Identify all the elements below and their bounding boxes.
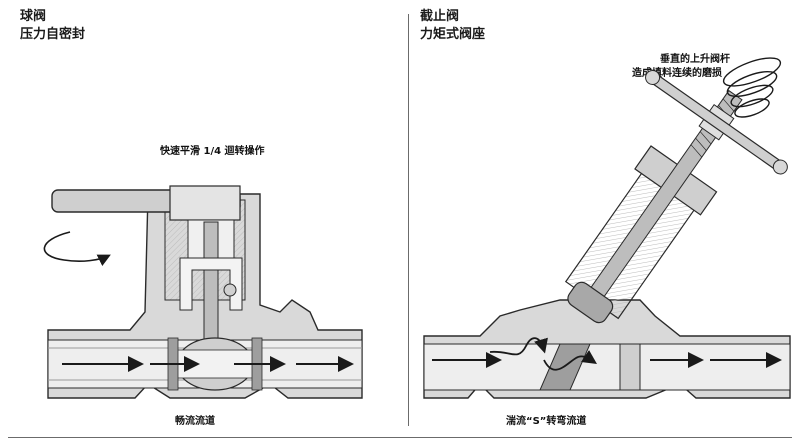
globe-valve-flow-caption: 湍流“S”转弯流道 xyxy=(506,416,587,427)
globe-valve-flow-s-turn-2 xyxy=(543,350,597,371)
ball-valve-title-line2: 压力自密封 xyxy=(20,27,86,42)
ball-valve-title: 球阀 压力自密封 xyxy=(20,8,85,44)
globe-valve-panel: 截止阀 力矩式阀座 垂直的上升阀杆 造成填料连续的磨损 xyxy=(410,0,800,447)
globe-valve-stem-caption-line1: 垂直的上升阀杆 xyxy=(660,54,730,65)
ball-valve-stem xyxy=(203,221,219,343)
ball-valve-handle-hub xyxy=(169,185,241,221)
ball-valve-stem-pin xyxy=(223,283,237,297)
globe-valve-title: 截止阀 力矩式阀座 xyxy=(420,8,485,44)
globe-valve-title-line2: 力矩式阀座 xyxy=(420,27,486,42)
globe-valve-bore xyxy=(423,343,791,391)
globe-valve-seat xyxy=(539,343,591,391)
globe-valve-disc xyxy=(567,281,614,324)
bottom-divider xyxy=(8,437,792,438)
ball-valve-rotation-arrow xyxy=(43,231,111,267)
panel-divider xyxy=(408,14,409,426)
globe-valve-illustration xyxy=(423,57,791,399)
ball-valve-illustration xyxy=(43,185,363,399)
ball-valve-title-line1: 球阀 xyxy=(20,9,47,24)
ball-valve-operation-caption: 快速平滑 1/4 迴转操作 xyxy=(160,146,265,157)
globe-valve-stem-caption-line2: 造成填料连续的磨损 xyxy=(632,68,722,79)
ball-valve-panel: 球阀 压力自密封 快速平滑 1/4 迴转操作 xyxy=(20,8,363,427)
globe-valve-bonnet-assembly xyxy=(564,70,788,324)
globe-valve-rotation-spiral xyxy=(722,57,782,118)
globe-valve-handle-bar xyxy=(651,74,782,170)
globe-valve-outlet-insert xyxy=(619,343,641,391)
globe-valve-title-line1: 截止阀 xyxy=(420,9,460,24)
globe-valve-flow-s-turn-1 xyxy=(489,337,548,356)
ball-valve-stem-yoke xyxy=(179,257,243,311)
ball-valve-flow-caption: 畅流流道 xyxy=(175,416,215,427)
